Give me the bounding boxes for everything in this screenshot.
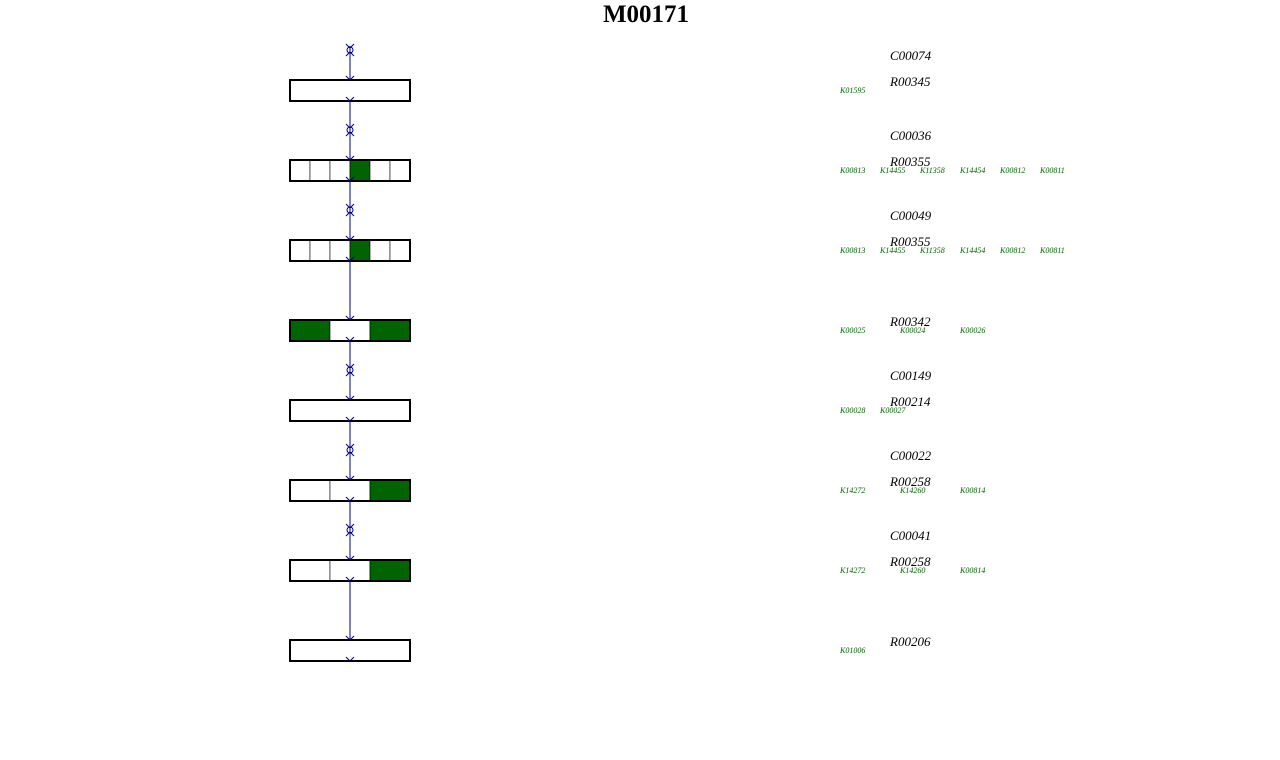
reaction-label: R00214: [889, 394, 931, 409]
reaction-arrow: [345, 475, 355, 481]
reaction-box-segment: [369, 479, 411, 502]
ko-label: K01006: [839, 646, 865, 655]
reaction-box-segment: [389, 159, 411, 182]
reaction-box-segment: [369, 159, 391, 182]
ko-label: K00811: [1039, 246, 1065, 255]
compound-label: C00036: [890, 128, 932, 143]
reaction-box-segment: [309, 159, 331, 182]
reaction-arrow: [345, 256, 355, 262]
reaction-box-segment: [289, 239, 311, 262]
compound-arrow: [345, 363, 355, 377]
ko-label: K11358: [919, 166, 945, 175]
ko-label: K00811: [1039, 166, 1065, 175]
ko-label: K11358: [919, 246, 945, 255]
reaction-label: R00258: [889, 554, 931, 569]
ko-label: K14260: [899, 486, 925, 495]
compound-label: C00041: [890, 528, 931, 543]
module-title: M00171: [602, 1, 690, 28]
compound-label: C00049: [890, 208, 932, 223]
reaction-box-segment: [289, 399, 411, 422]
compound-arrow: [345, 523, 355, 537]
compound-arrow: [345, 43, 355, 57]
ko-label: K00025: [839, 326, 865, 335]
compound-node: [346, 206, 354, 214]
reaction-label: R00342: [889, 314, 931, 329]
reaction-box-segment: [309, 239, 331, 262]
reaction-arrow: [345, 555, 355, 561]
reaction-arrow: [345, 635, 355, 641]
reaction-arrow: [345, 96, 355, 102]
ko-label: K00812: [999, 246, 1025, 255]
compound-node: [346, 366, 354, 374]
ko-label: K14454: [959, 246, 985, 255]
ko-label: K00812: [999, 166, 1025, 175]
reaction-box-segment: [389, 239, 411, 262]
ko-label: K00024: [899, 326, 925, 335]
compound-node: [346, 126, 354, 134]
compound-node: [346, 46, 354, 54]
reaction-box-segment: [289, 79, 411, 102]
compound-arrow: [345, 123, 355, 137]
reaction-arrow: [345, 395, 355, 401]
reaction-arrow: [345, 75, 355, 81]
compound-label: C00149: [890, 368, 932, 383]
reaction-box-segment: [329, 479, 371, 502]
reaction-arrow: [345, 336, 355, 342]
ko-label: K14260: [899, 566, 925, 575]
ko-label: K00813: [839, 166, 865, 175]
reaction-box-segment: [289, 319, 331, 342]
reaction-arrow: [345, 176, 355, 182]
reaction-box-segment: [289, 159, 311, 182]
ko-label: K14272: [839, 486, 865, 495]
ko-label: K14454: [959, 166, 985, 175]
compound-node: [346, 446, 354, 454]
reaction-box-segment: [369, 239, 391, 262]
reaction-box-segment: [329, 559, 371, 582]
ko-label: K00813: [839, 246, 865, 255]
ko-label: K00027: [879, 406, 906, 415]
compound-arrow: [345, 443, 355, 457]
reaction-arrow: [345, 576, 355, 582]
reaction-arrow: [345, 496, 355, 502]
reaction-box-segment: [329, 319, 371, 342]
reaction-box-segment: [289, 479, 331, 502]
ko-label: K14455: [879, 246, 905, 255]
ko-label: K01595: [839, 86, 865, 95]
reaction-label: R00345: [889, 74, 931, 89]
ko-label: K00814: [959, 486, 985, 495]
reaction-box-segment: [289, 559, 331, 582]
reaction-arrow: [345, 315, 355, 321]
reaction-label: R00355: [889, 154, 931, 169]
compound-label: C00022: [890, 448, 932, 463]
reaction-arrow: [345, 656, 355, 662]
reaction-label: R00206: [889, 634, 931, 649]
compound-label: C00074: [890, 48, 932, 63]
reaction-box-segment: [289, 639, 411, 662]
ko-label: K14455: [879, 166, 905, 175]
ko-label: K00026: [959, 326, 985, 335]
reaction-box-segment: [369, 559, 411, 582]
reaction-label: R00258: [889, 474, 931, 489]
reaction-arrow: [345, 235, 355, 241]
ko-label: K14272: [839, 566, 865, 575]
reaction-label: R00355: [889, 234, 931, 249]
compound-arrow: [345, 203, 355, 217]
ko-label: K00814: [959, 566, 985, 575]
ko-label: K00028: [839, 406, 865, 415]
reaction-arrow: [345, 416, 355, 422]
compound-node: [346, 526, 354, 534]
reaction-box-segment: [369, 319, 411, 342]
reaction-arrow: [345, 155, 355, 161]
